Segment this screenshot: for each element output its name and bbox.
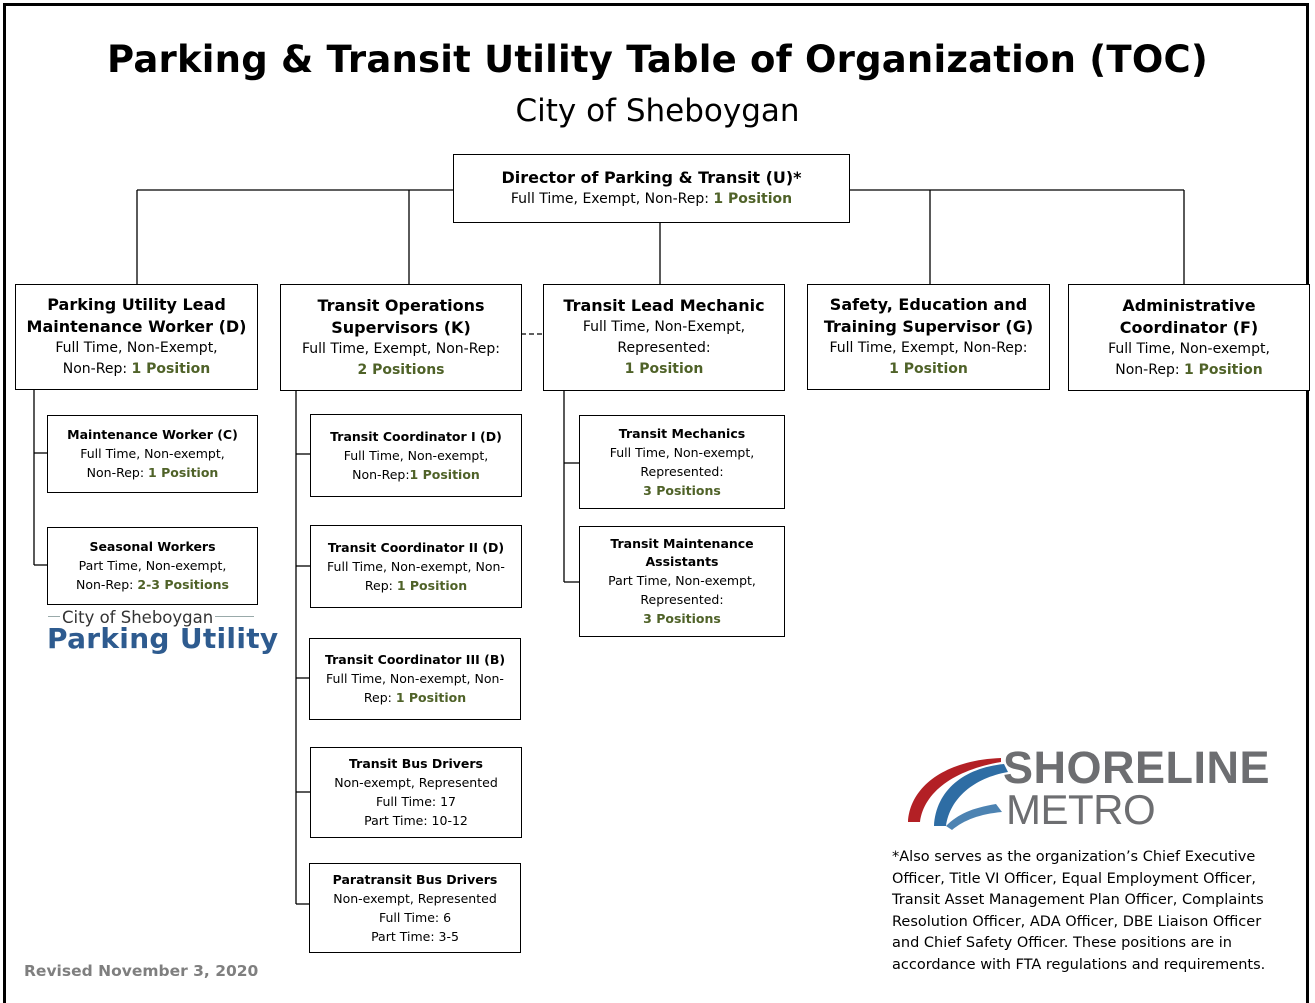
coordinator-2-positions: 1 Position: [396, 577, 468, 593]
director-title: Director of Parking & Transit (U)*: [501, 168, 802, 187]
coordinator-2-desc: Full Time, Non-exempt, Non- Rep:: [327, 558, 505, 593]
maintenance-assistants-positions: 3 Positions: [643, 611, 721, 626]
coordinator-2-box: Transit Coordinator II (D) Full Time, No…: [310, 525, 522, 608]
director-box: Director of Parking & Transit (U)* Full …: [453, 154, 850, 223]
bus-drivers-desc: Non-exempt, Represented Full Time: 17 Pa…: [334, 775, 498, 828]
page-title: Parking & Transit Utility Table of Organ…: [107, 38, 1208, 81]
shoreline-word: SHORELINE: [1003, 742, 1271, 793]
seasonal-workers-title: Seasonal Workers: [89, 539, 216, 554]
coordinator-1-positions: 1 Position: [409, 466, 480, 482]
maintenance-worker-desc: Full Time, Non-exempt, Non-Rep:: [80, 446, 225, 480]
parking-lead-box: Parking Utility Lead Maintenance Worker …: [15, 284, 258, 390]
ops-supervisors-box: Transit Operations Supervisors (K) Full …: [280, 284, 522, 391]
coordinator-1-box: Transit Coordinator I (D) Full Time, Non…: [310, 414, 522, 497]
mechanics-box: Transit Mechanics Full Time, Non-exempt,…: [579, 415, 785, 509]
maintenance-assistants-desc: Part Time, Non-exempt, Represented:: [608, 573, 756, 607]
parking-lead-positions: 1 Position: [131, 361, 211, 377]
page-frame: [3, 3, 1309, 1003]
director-positions: 1 Position: [713, 191, 793, 207]
coordinator-1-title: Transit Coordinator I (D): [330, 428, 502, 444]
coordinator-3-box: Transit Coordinator III (B) Full Time, N…: [309, 638, 521, 720]
maintenance-assistants-title: Transit Maintenance Assistants: [610, 536, 754, 569]
safety-supervisor-box: Safety, Education and Training Superviso…: [807, 284, 1050, 390]
footnote: *Also serves as the organization’s Chief…: [892, 849, 1266, 973]
ops-supervisors-title: Transit Operations Supervisors (K): [317, 295, 485, 337]
coordinator-1-desc: Full Time, Non-exempt, Non-Rep:: [343, 447, 489, 482]
mechanics-positions: 3 Positions: [643, 482, 721, 498]
bus-drivers-title: Transit Bus Drivers: [349, 756, 483, 771]
parking-lead-desc: Full Time, Non-Exempt, Non-Rep:: [55, 340, 218, 377]
parking-logo-small: City of Sheboygan: [60, 608, 216, 627]
paratransit-drivers-title: Paratransit Bus Drivers: [332, 871, 498, 887]
lead-mechanic-box: Transit Lead Mechanic Full Time, Non-Exe…: [543, 284, 785, 391]
page-subtitle: City of Sheboygan: [515, 93, 800, 129]
seasonal-workers-positions: 2-3 Positions: [137, 577, 229, 592]
revised-date: Revised November 3, 2020: [24, 962, 259, 980]
coordinator-3-desc: Full Time, Non-exempt, Non- Rep:: [326, 671, 504, 705]
safety-supervisor-positions: 1 Position: [889, 361, 968, 377]
ops-supervisors-desc: Full Time, Exempt, Non-Rep:: [301, 340, 501, 357]
admin-coordinator-positions: 1 Position: [1184, 361, 1263, 378]
parking-logo-big: Parking Utility: [47, 622, 279, 655]
seasonal-workers-desc: Part Time, Non-exempt, Non-Rep:: [76, 558, 227, 592]
admin-coordinator-desc: Full Time, Non-exempt, Non-Rep:: [1108, 340, 1270, 378]
safety-supervisor-title: Safety, Education and Training Superviso…: [823, 295, 1034, 336]
admin-coordinator-title: Administrative Coordinator (F): [1119, 295, 1259, 337]
coordinator-2-title: Transit Coordinator II (D): [327, 539, 505, 555]
ops-supervisors-positions: 2 Positions: [357, 361, 445, 378]
admin-coordinator-box: Administrative Coordinator (F) Full Time…: [1068, 284, 1310, 391]
maintenance-worker-box: Maintenance Worker (C) Full Time, Non-ex…: [47, 415, 258, 493]
mechanics-title: Transit Mechanics: [618, 425, 746, 441]
maintenance-worker-positions: 1 Position: [148, 465, 219, 480]
maintenance-worker-title: Maintenance Worker (C): [67, 427, 238, 442]
shoreline-swoosh-icon: [908, 758, 1008, 830]
lead-mechanic-desc: Full Time, Non-Exempt, Represented:: [582, 319, 746, 356]
paratransit-drivers-desc: Non-exempt, Represented Full Time: 6 Par…: [333, 890, 497, 944]
coordinator-3-title: Transit Coordinator III (B): [324, 652, 506, 667]
metro-word: METRO: [1006, 786, 1156, 833]
maintenance-assistants-box: Transit Maintenance Assistants Part Time…: [579, 526, 785, 637]
mechanics-desc: Full Time, Non-exempt, Represented:: [609, 444, 755, 479]
bus-drivers-box: Transit Bus Drivers Non-exempt, Represen…: [310, 747, 522, 838]
parking-lead-title: Parking Utility Lead Maintenance Worker …: [26, 295, 247, 336]
lead-mechanic-positions: 1 Position: [624, 361, 704, 377]
safety-supervisor-desc: Full Time, Exempt, Non-Rep:: [829, 340, 1028, 356]
coordinator-3-positions: 1 Position: [395, 690, 467, 705]
lead-mechanic-title: Transit Lead Mechanic: [563, 296, 765, 315]
seasonal-workers-box: Seasonal Workers Part Time, Non-exempt, …: [47, 527, 258, 605]
paratransit-drivers-box: Paratransit Bus Drivers Non-exempt, Repr…: [309, 863, 521, 953]
director-desc: Full Time, Exempt, Non-Rep:: [510, 191, 709, 207]
